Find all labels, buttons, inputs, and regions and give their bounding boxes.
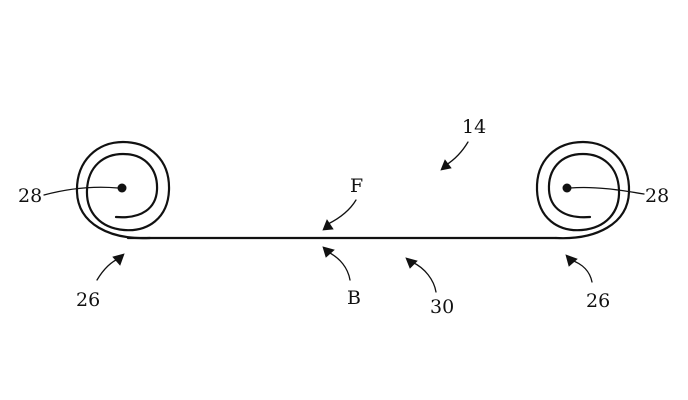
label-assembly: 14	[462, 116, 486, 138]
label-back-face: B	[347, 287, 361, 309]
arrowhead-front-face	[322, 219, 334, 231]
leader-assembly	[445, 141, 469, 166]
right-roll-outer-winding	[535, 140, 631, 240]
label-axis-left: 28	[18, 185, 42, 207]
right-roll-axis-dot	[562, 183, 572, 193]
right-roll-inner-winding	[547, 152, 621, 232]
label-front-face: F	[350, 175, 363, 197]
leader-roll-right	[570, 259, 593, 283]
leader-front-face	[327, 199, 357, 225]
arrowhead-back-face	[322, 246, 335, 258]
left-roll-inner-winding	[85, 152, 159, 232]
left-roll-axis-dot	[117, 183, 127, 193]
label-sheet: 30	[430, 296, 454, 318]
label-roll-left: 26	[76, 289, 100, 311]
arrowhead-assembly	[440, 159, 452, 171]
label-roll-right: 26	[586, 290, 610, 312]
arrowhead-sheet	[405, 257, 418, 269]
leader-axis-right	[569, 186, 645, 195]
left-roll-outer-winding	[75, 140, 171, 240]
left-roll	[75, 140, 171, 240]
label-axis-right: 28	[645, 185, 669, 207]
leader-axis-left	[43, 186, 119, 196]
arrowhead-roll-left	[112, 253, 125, 266]
leader-back-face	[327, 251, 351, 281]
right-roll	[535, 140, 631, 240]
leader-sheet	[411, 261, 437, 293]
arrowhead-roll-right	[565, 254, 578, 267]
